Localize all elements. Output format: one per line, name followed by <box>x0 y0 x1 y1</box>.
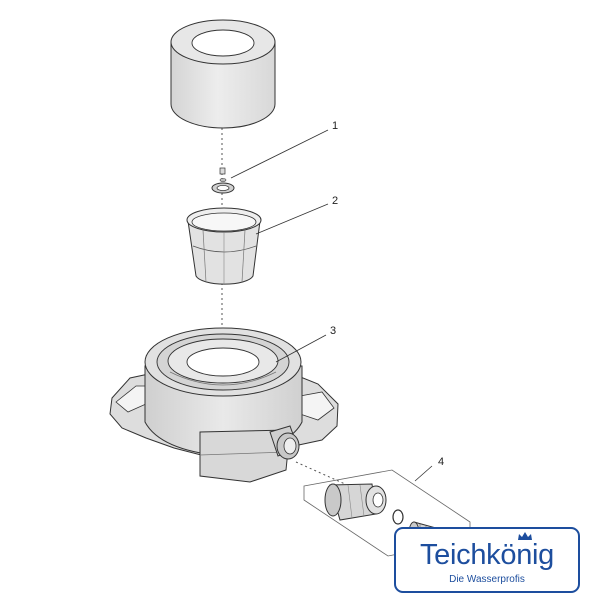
teichkoenig-logo: Teichkönig Die Wasserprofis <box>394 527 580 593</box>
callout-3-label: 3 <box>330 325 336 337</box>
callout-2-leader <box>255 203 329 235</box>
callout-4-label: 4 <box>438 456 444 468</box>
callout-3-leader <box>275 334 327 363</box>
filter-sponge <box>170 19 276 129</box>
part-2-basket <box>186 207 262 285</box>
crown-icon <box>518 532 532 540</box>
callout-1-leader <box>230 129 329 179</box>
part-1-seal <box>211 167 235 194</box>
housing-outlet <box>269 425 300 460</box>
callout-2-label: 2 <box>332 195 338 207</box>
logo-brand-name: Teichkönig <box>419 539 555 571</box>
callout-4-leader <box>414 465 433 482</box>
outlet-axis-line <box>295 461 346 485</box>
callout-1-label: 1 <box>332 120 338 132</box>
logo-tagline: Die Wasserprofis <box>449 574 525 585</box>
part-3-housing <box>109 327 339 483</box>
